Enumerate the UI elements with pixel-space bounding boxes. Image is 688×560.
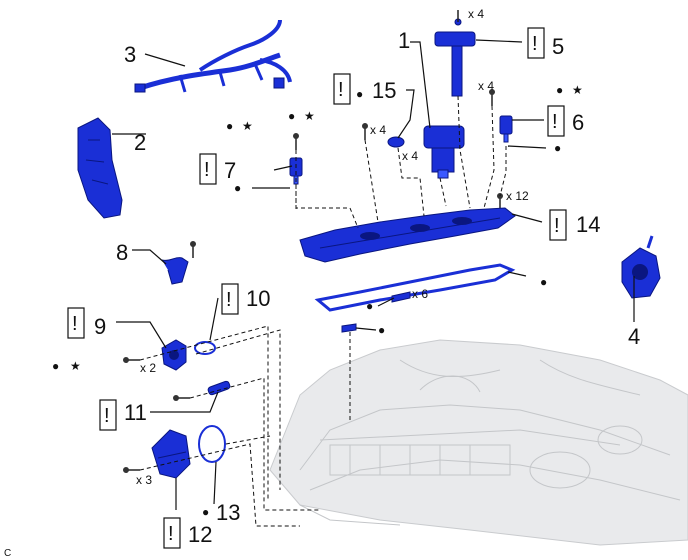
callout-3: 3 — [124, 42, 136, 67]
warning-boxes: ! ! ! ! ! ! ! ! — [67, 27, 567, 549]
gasket-part — [314, 263, 516, 333]
vacuum-pump-part — [621, 235, 661, 299]
warning-icon: ! — [204, 159, 210, 181]
warning-icon: ! — [338, 79, 344, 101]
star-marker: ★ — [572, 83, 583, 97]
callout-14: 14 — [576, 212, 600, 237]
bolt-icon — [293, 133, 299, 150]
dot-marker: ● — [226, 119, 233, 133]
ignition-coil-part-5 — [434, 10, 476, 97]
leader-lines — [112, 39, 635, 510]
figure-corner-code: C — [4, 548, 11, 559]
bracket-part — [161, 257, 189, 285]
callout-5: 5 — [552, 34, 564, 59]
bolt-icon — [489, 89, 495, 106]
bolt-icon — [190, 241, 196, 258]
dot-marker: ● — [554, 141, 561, 155]
star-marker: ★ — [304, 109, 315, 123]
callout-10: 10 — [246, 286, 270, 311]
cylinder-head-cover-part — [299, 207, 516, 263]
callout-2: 2 — [134, 130, 146, 155]
callout-9: 9 — [94, 314, 106, 339]
seal-ring-part-15 — [387, 136, 405, 148]
quantity-label: x 3 — [136, 473, 152, 487]
callout-4: 4 — [628, 324, 640, 349]
warning-icon: ! — [72, 313, 78, 335]
quantity-label: x 6 — [412, 287, 428, 301]
quantity-label: x 4 — [402, 149, 418, 163]
warning-box-6: ! — [547, 105, 565, 137]
engine-block-background — [269, 339, 688, 546]
bolt-icon — [173, 395, 190, 401]
callout-6: 6 — [572, 110, 584, 135]
wire-harness-part — [134, 19, 292, 93]
warning-icon: ! — [226, 289, 232, 311]
dot-marker: ● — [52, 359, 59, 373]
callout-1: 1 — [398, 28, 410, 53]
callout-8: 8 — [116, 240, 128, 265]
quantity-label: x 4 — [370, 123, 386, 137]
warning-box-10: ! — [221, 283, 239, 315]
callout-numbers: 1 2 3 4 5 6 7 8 9 10 11 12 13 14 15 — [94, 28, 640, 547]
warning-box-12: ! — [163, 517, 181, 549]
bolt-parts — [123, 89, 503, 473]
star-marker: ★ — [242, 119, 253, 133]
warning-box-15: ! — [333, 73, 351, 105]
ignition-coil-part-1 — [423, 125, 465, 179]
dot-marker: ● — [366, 299, 373, 313]
star-marker: ★ — [70, 359, 81, 373]
warning-box-7: ! — [199, 153, 217, 185]
warning-box-11: ! — [99, 399, 117, 431]
sensor-part-6 — [499, 115, 513, 143]
quantity-label: x 2 — [140, 361, 156, 375]
dot-marker: ● — [356, 87, 363, 101]
warning-icon: ! — [552, 111, 558, 133]
dot-marker: ● — [556, 83, 563, 97]
callout-7: 7 — [224, 158, 236, 183]
housing-part-9 — [161, 339, 187, 371]
callout-11: 11 — [124, 400, 147, 425]
callout-13: 13 — [216, 500, 240, 525]
bolt-icon — [362, 123, 368, 140]
dot-marker: ● — [378, 323, 385, 337]
warning-icon: ! — [532, 33, 538, 55]
engine-cover-part — [77, 117, 123, 219]
dot-marker: ● — [202, 505, 209, 519]
cover-part-12 — [151, 429, 191, 479]
callout-12: 12 — [188, 522, 212, 547]
quantity-label: x 4 — [468, 7, 484, 21]
warning-icon: ! — [168, 523, 174, 545]
warning-box-5: ! — [527, 27, 545, 59]
o-ring-part-13 — [198, 425, 226, 463]
assembly-dashed-lines — [139, 95, 507, 527]
dot-marker: ● — [288, 109, 295, 123]
warning-icon: ! — [554, 215, 560, 237]
dot-marker: ● — [540, 275, 547, 289]
dot-marker: ● — [234, 181, 241, 195]
quantity-label: x 12 — [506, 189, 529, 203]
o-ring-part-10 — [194, 341, 216, 355]
warning-icon: ! — [104, 405, 110, 427]
callout-15: 15 — [372, 78, 396, 103]
bolt-icon — [123, 357, 140, 363]
bolt-icon — [123, 467, 140, 473]
markers: ● ★ ● ● ★ ● ★ ● ● ● ● ● ● ★ ● — [52, 83, 583, 519]
warning-box-14: ! — [549, 209, 567, 241]
quantity-labels: x 4 x 4 x 4 x 4 x 12 x 6 x 2 x 3 — [136, 7, 529, 487]
quantity-label: x 4 — [478, 79, 494, 93]
warning-box-9: ! — [67, 307, 85, 339]
